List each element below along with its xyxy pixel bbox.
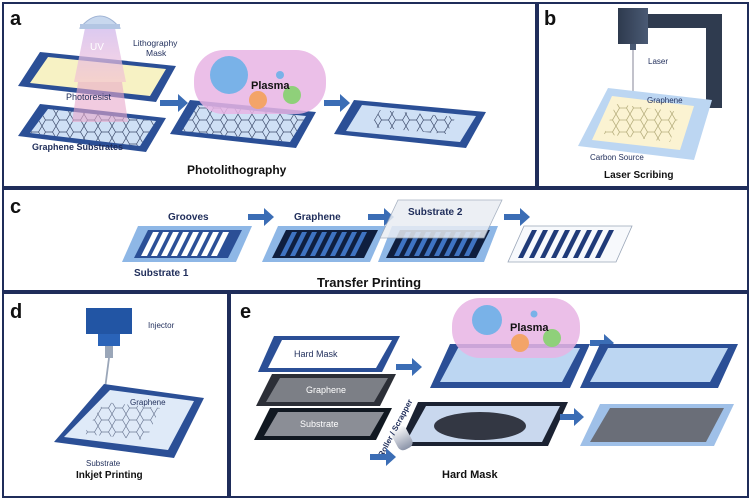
patterned-graphene xyxy=(370,110,456,134)
uv-beam xyxy=(74,28,126,82)
plasma-label-e: Plasma xyxy=(510,322,549,334)
panel-c-label: c xyxy=(10,196,21,218)
grooves-label: Grooves xyxy=(168,212,209,223)
injector-tip xyxy=(105,346,113,358)
carbon-source-label: Carbon Source xyxy=(590,153,644,162)
substrate-2-label: Substrate 2 xyxy=(408,207,463,218)
graphene-label-d: Graphene xyxy=(130,398,166,407)
graphene-label-c: Graphene xyxy=(294,212,341,223)
laser-head xyxy=(618,8,648,44)
panel-d-diagram: Injector Graphene Substrate Inkjet Print… xyxy=(54,308,204,481)
plasma-particle-orange xyxy=(249,91,267,109)
graphene-label: Graphene xyxy=(647,96,683,105)
graphene-hex-pattern xyxy=(84,402,160,440)
plasma-particle-small xyxy=(530,310,538,318)
uv-lamp-base xyxy=(80,24,120,29)
plasma-particle-green xyxy=(283,86,301,104)
hard-mask-layer xyxy=(268,340,392,368)
plasma-particle-blue xyxy=(472,305,502,335)
roller-icon xyxy=(391,425,413,451)
graphene-label-e: Graphene xyxy=(306,385,346,395)
panel-c-title: Transfer Printing xyxy=(317,275,421,290)
photoresist-label: Photoresist xyxy=(66,92,112,102)
process-arrow xyxy=(248,208,274,226)
process-arrow xyxy=(560,408,584,426)
substrate-layer xyxy=(264,412,384,436)
graphene-layer xyxy=(266,378,388,402)
panel-a-label: a xyxy=(10,8,22,30)
panel-a-title: Photolithography xyxy=(187,163,287,177)
uv-label: UV xyxy=(90,42,104,53)
plasma-label: Plasma xyxy=(251,80,290,92)
grooves xyxy=(141,232,229,256)
panel-e-diagram: Substrate Graphene Hard Mask Plasma Roll… xyxy=(254,298,738,481)
laser-arm-post xyxy=(706,14,722,108)
process-arrow xyxy=(504,208,530,226)
laser-label: Laser xyxy=(648,57,668,66)
result-substrate-e xyxy=(590,348,728,382)
substrate-2 xyxy=(379,199,503,239)
plasma-particle-green xyxy=(543,329,561,347)
panel-d-title: Inkjet Printing xyxy=(76,470,143,481)
substrate-1-label: Substrate 1 xyxy=(134,268,189,279)
panel-b-label: b xyxy=(544,8,556,30)
injector-body xyxy=(86,308,132,334)
process-arrow xyxy=(324,94,350,112)
injector-label: Injector xyxy=(148,321,175,330)
process-arrow xyxy=(396,358,422,376)
laser-nozzle xyxy=(630,44,636,50)
panel-b-title: Laser Scribing xyxy=(604,170,673,181)
hard-mask-label: Hard Mask xyxy=(294,349,338,359)
uv-beam-lower xyxy=(72,82,128,122)
graphene-hex-pattern xyxy=(182,105,306,142)
panel-e-label: e xyxy=(240,301,251,323)
graphene-ink xyxy=(434,412,526,440)
plasma-particle-blue xyxy=(210,56,248,94)
process-arrow xyxy=(160,94,188,112)
substrate-label-e: Substrate xyxy=(300,419,339,429)
panel-e-title: Hard Mask xyxy=(442,469,499,481)
graphene-lines xyxy=(280,232,367,256)
substrate-label-d: Substrate xyxy=(86,459,121,468)
transferred-lines xyxy=(518,230,614,258)
graphene-hex-pattern xyxy=(604,104,680,142)
process-arrow xyxy=(370,448,396,466)
plasma-particle-small xyxy=(276,71,284,79)
plasma-particle-orange xyxy=(511,334,529,352)
panel-c-diagram: Grooves Substrate 1 Graphene xyxy=(122,199,633,290)
panel-d-label: d xyxy=(10,301,22,323)
panel-b-diagram: Laser Graphene Carbon Source Laser Scrib… xyxy=(578,8,722,181)
graphene-substrates-label: Graphene Substrates xyxy=(32,142,123,152)
injector-neck xyxy=(98,334,120,346)
laser-arm-top xyxy=(648,14,720,28)
printed-graphene xyxy=(590,408,724,442)
